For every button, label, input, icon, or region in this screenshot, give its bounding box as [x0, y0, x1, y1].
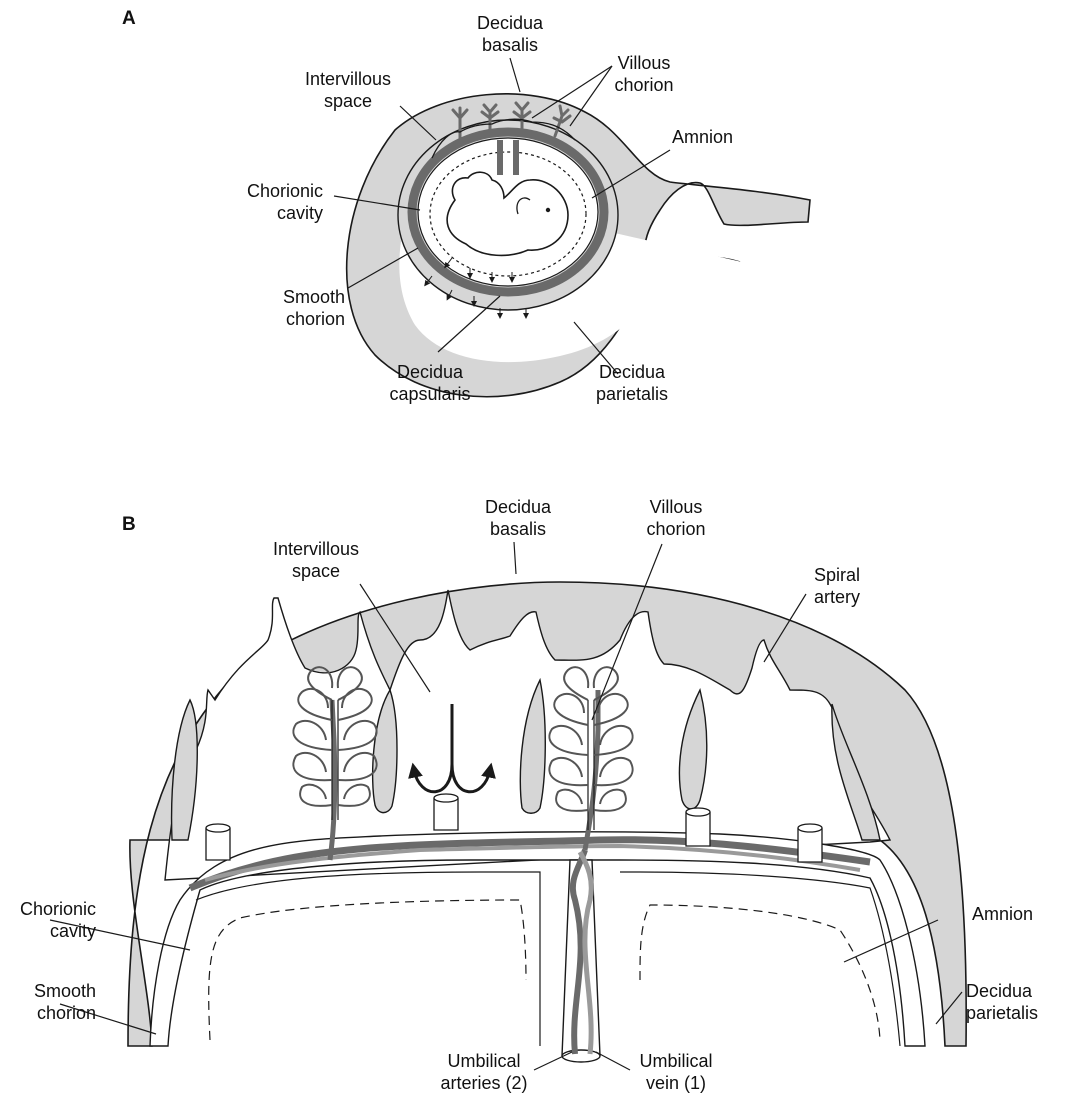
panel-a-letter: A [122, 9, 136, 28]
amnion-dashed-left-b [209, 900, 526, 1040]
label-b-amnion: Amnion [972, 903, 1033, 925]
label-a-amnion: Amnion [672, 126, 733, 148]
panel-a-drawing [334, 58, 810, 397]
panel-b-drawing [50, 542, 966, 1070]
panel-b-letter: B [122, 515, 136, 534]
cavity-boundary-b [196, 872, 540, 1046]
amnion-dashed-right-b [640, 905, 880, 1040]
